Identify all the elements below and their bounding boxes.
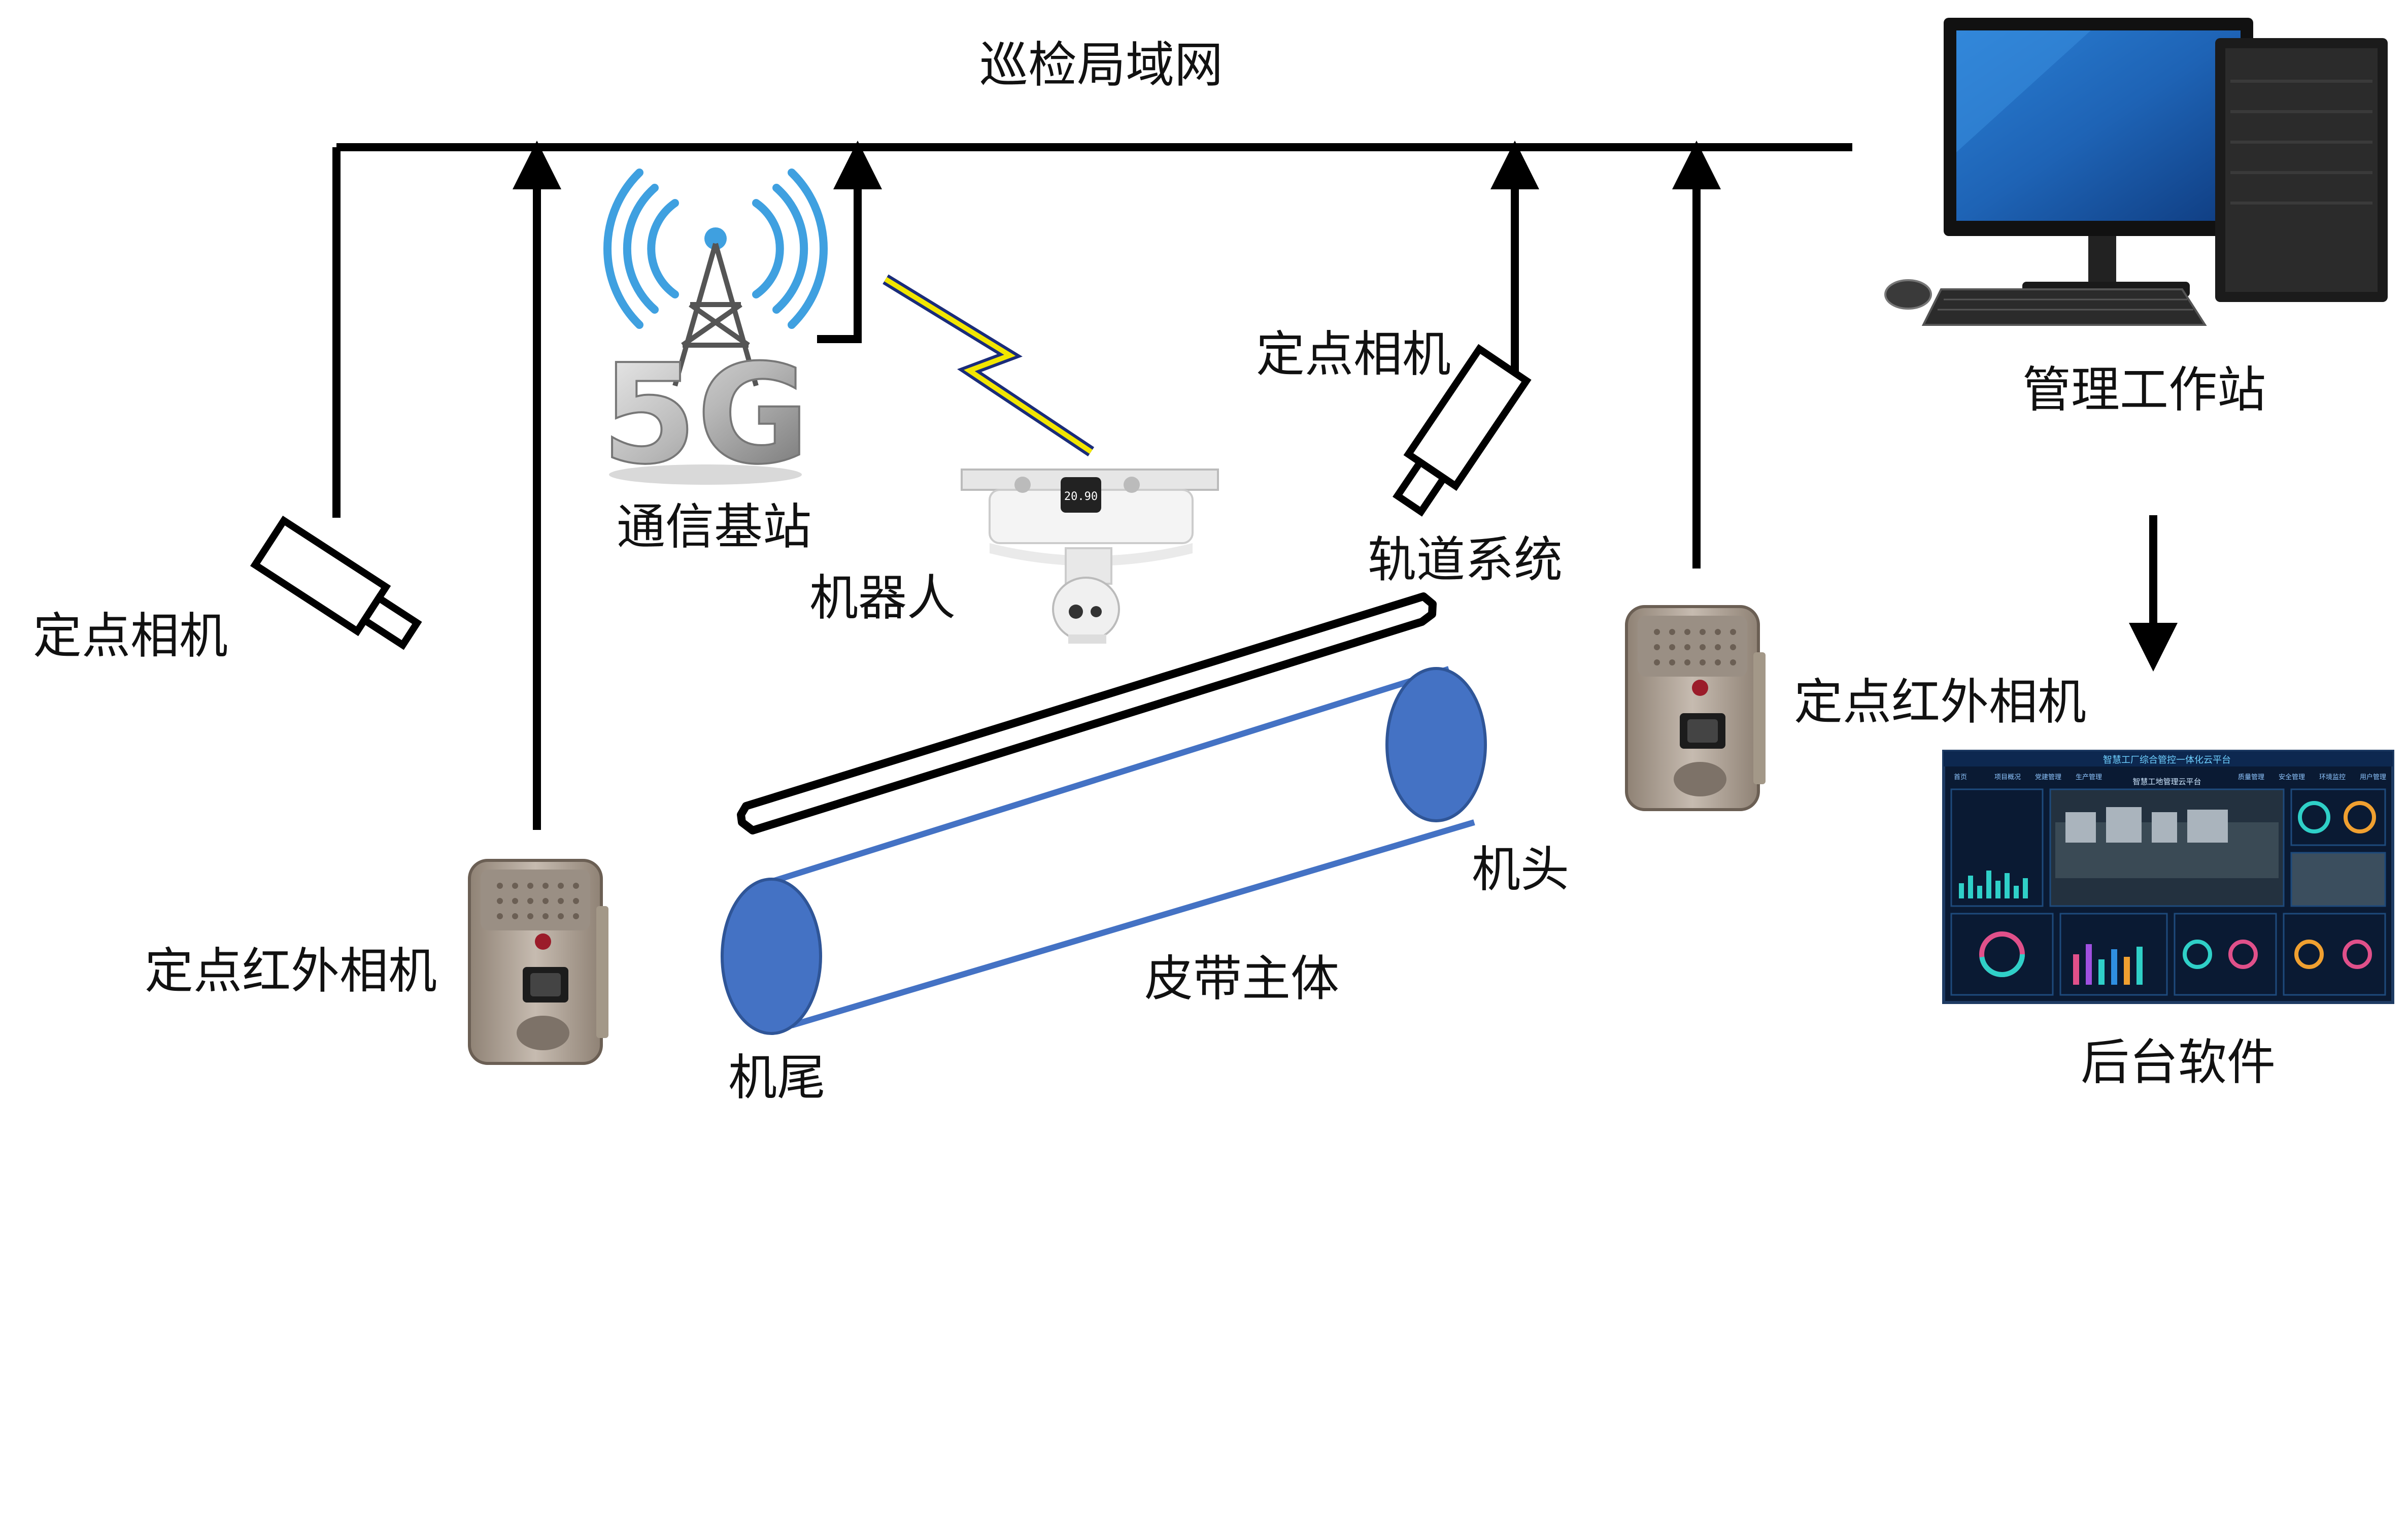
link-base-station (817, 141, 882, 343)
network-bus (332, 143, 1852, 518)
wireless-signal-icon (883, 274, 1095, 457)
dashboard-title: 智慧工厂综合管控一体化云平台 (2103, 755, 2231, 765)
rail-track (737, 592, 1437, 834)
dashboard-tab: 生产管理 (2076, 774, 2102, 781)
network-links (513, 141, 2178, 830)
base-station-icon: 5G (600, 169, 828, 495)
rail-label: 轨道系统 (1368, 531, 1563, 588)
belt-cylinder (721, 666, 1487, 1035)
tail-label: 机尾 (728, 1049, 826, 1106)
dashboard-tab: 用户管理 (2360, 773, 2386, 781)
dashboard-tab: 安全管理 (2279, 773, 2305, 781)
ir-camera-right-icon (1625, 605, 1766, 811)
base-station-label: 通信基站 (617, 498, 811, 555)
camera-mid-label: 定点相机 (1256, 326, 1451, 383)
dashboard-tab: 环境监控 (2319, 774, 2346, 781)
workstation-label: 管理工作站 (2022, 361, 2266, 418)
software-label: 后台软件 (2081, 1034, 2276, 1091)
dashboard-tab: 项目概况 (1994, 774, 2021, 781)
dashboard-tabs: 首页 项目概况 党建管理 生产管理 质量管理 安全管理 环境监控 用户管理 (1954, 773, 2386, 781)
software-dashboard-icon: 智慧工厂综合管控一体化云平台 首页 项目概况 党建管理 生产管理 质量管理 安全… (1942, 750, 2394, 1004)
dashboard-tab: 党建管理 (2035, 774, 2061, 781)
dashboard-tab: 首页 (1954, 774, 1967, 781)
fixed-camera-mid-icon (1393, 344, 1532, 517)
belt-tail-end (721, 878, 822, 1035)
ir-camera-left-icon (468, 859, 608, 1065)
belt-body-label: 皮带主体 (1144, 950, 1339, 1007)
belt-head-end (1385, 667, 1487, 822)
workstation-icon (1884, 18, 2388, 326)
ir-camera-left-label: 定点红外相机 (145, 943, 437, 999)
dashboard-subtitle: 智慧工地管理云平台 (2132, 777, 2201, 786)
camera-left-label: 定点相机 (33, 608, 228, 664)
ir-camera-right-label: 定点红外相机 (1794, 674, 2086, 730)
network-label: 巡检局域网 (979, 37, 1223, 93)
robot-display-text: 20.90 (1064, 490, 1098, 503)
dashboard-tab: 质量管理 (2238, 774, 2264, 781)
head-label: 机头 (1472, 841, 1569, 898)
fixed-camera-left-icon (250, 515, 422, 650)
robot-icon: 20.90 (961, 469, 1219, 644)
robot-label: 机器人 (809, 570, 956, 626)
